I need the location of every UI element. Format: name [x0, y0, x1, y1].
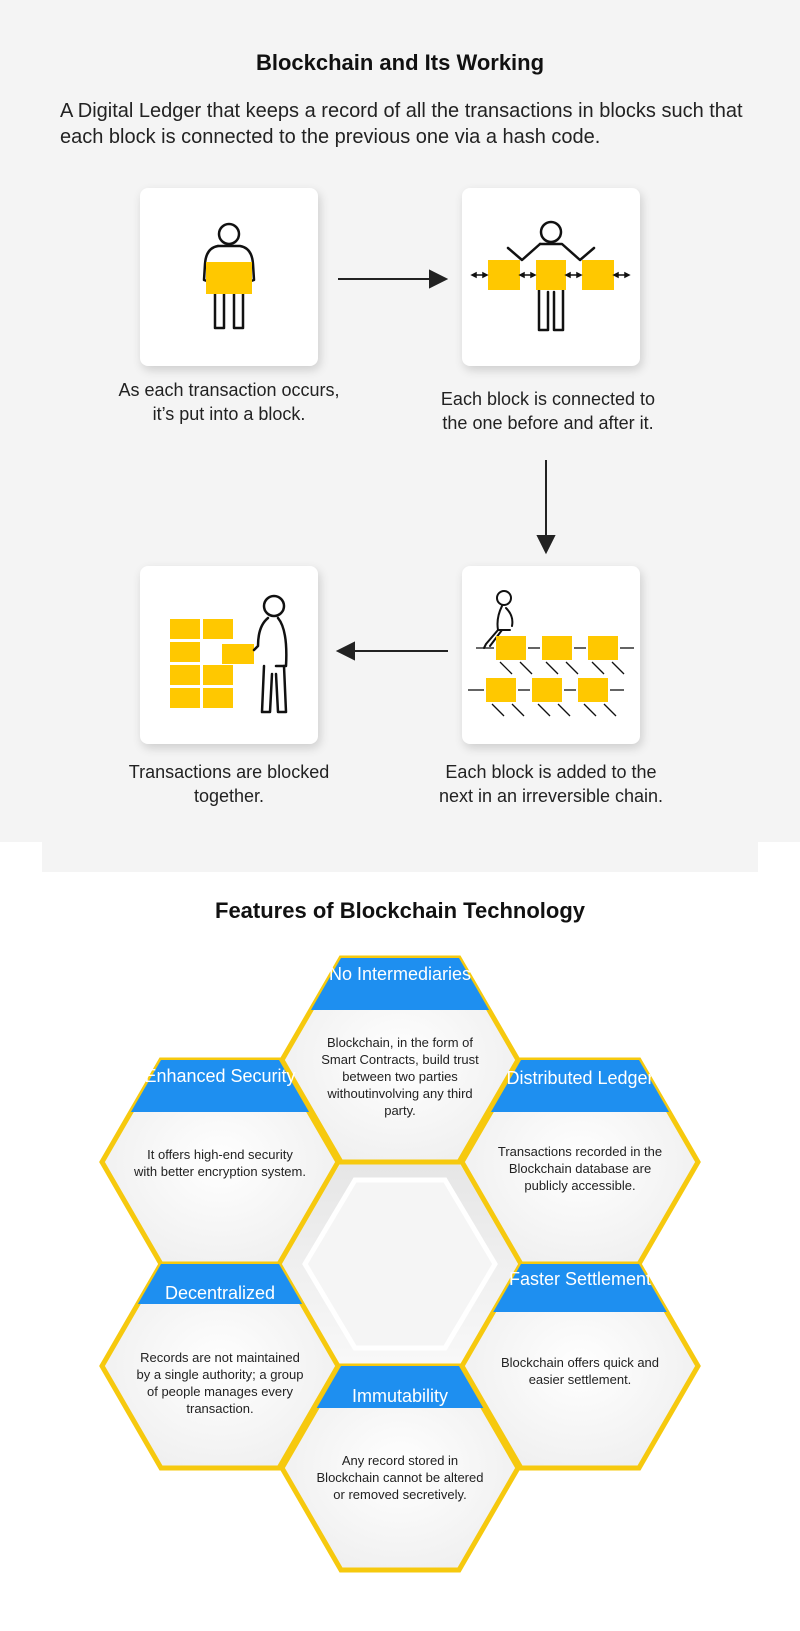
block-chain-network-icon [468, 590, 634, 717]
step-caption-chain: Each block is added to the next in an ir… [438, 762, 664, 806]
step-card-blocked [140, 566, 318, 744]
feature-title-distributed-ledger: Distributed Ledger [506, 1068, 654, 1088]
step-caption-connected: Each block is connected to the one befor… [440, 389, 656, 433]
blockchain-working-panel [0, 0, 800, 842]
step-card-transaction [140, 188, 318, 366]
stacked-blocks-icon [170, 594, 288, 714]
feature-desc-faster-settlement: Blockchain offers quick and easier settl… [500, 1355, 660, 1387]
feature-desc-distributed-ledger: Transactions recorded in the Blockchain … [497, 1144, 663, 1193]
feature-desc-immutability: Any record stored in Blockchain cannot b… [316, 1453, 484, 1502]
step-card-connected [462, 188, 640, 366]
step-caption-blocked: Transactions are blocked together. [128, 762, 330, 806]
feature-title-immutability: Immutability [351, 1386, 449, 1406]
feature-title-faster-settlement: Faster Settlement [508, 1269, 652, 1289]
feature-desc-no-intermediaries: Blockchain, in the form of Smart Contrac… [321, 1035, 479, 1118]
connected-blocks-icon [470, 220, 631, 332]
feature-title-decentralized: Decentralized [164, 1283, 276, 1303]
feature-title-enhanced-security: Enhanced Security [144, 1066, 296, 1086]
step-caption-transaction: As each transaction occurs, it’s put int… [118, 380, 340, 424]
feature-title-no-intermediaries: No Intermediaries [328, 964, 472, 984]
features-hexagon-diagram [99, 955, 701, 1573]
panel-bottom-strip-inner [42, 842, 758, 872]
person-holding-block-icon [202, 222, 256, 330]
page-title: Blockchain and Its Working [255, 50, 545, 75]
step-card-chain [462, 566, 640, 744]
page-subtitle: A Digital Ledger that keeps a record of … [60, 100, 743, 148]
features-title: Features of Blockchain Technology [215, 898, 585, 923]
feature-desc-decentralized: Records are not maintained by a single a… [136, 1350, 304, 1416]
feature-desc-enhanced-security: It offers high-end security with better … [134, 1147, 306, 1179]
